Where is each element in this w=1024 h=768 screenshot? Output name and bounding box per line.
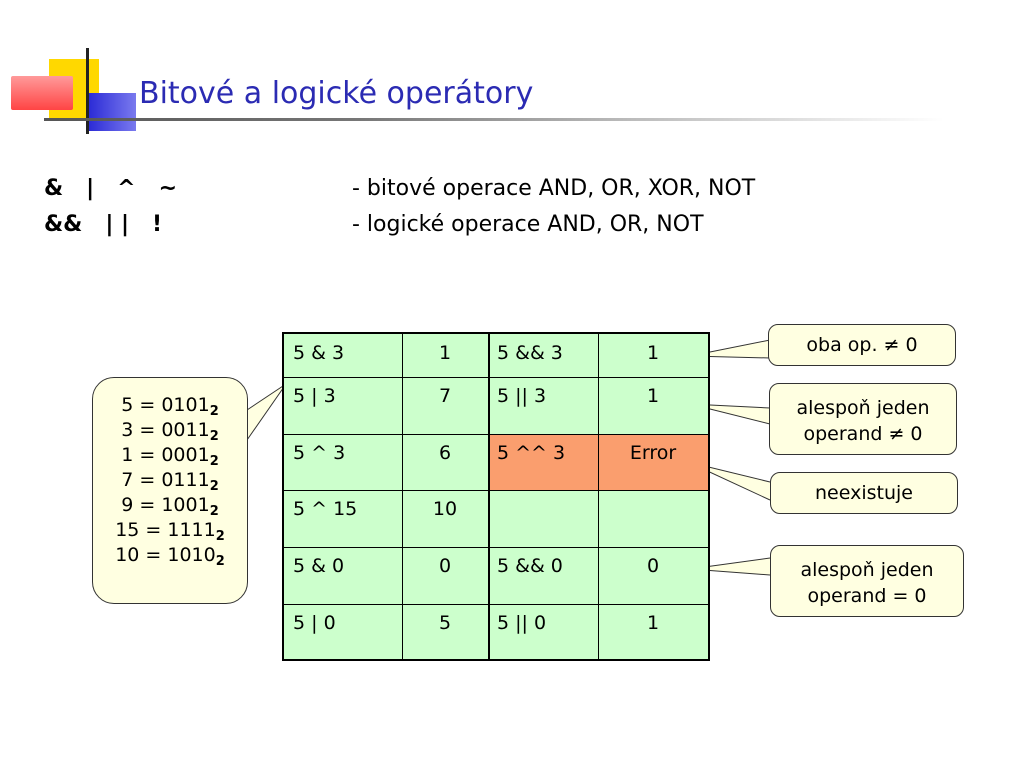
- table-row-divider: [284, 604, 708, 605]
- binary-note-pointer: [246, 383, 287, 441]
- result-cell: 0: [646, 555, 660, 577]
- result-cell: 0: [438, 555, 452, 577]
- expression-cell: 5 && 3: [497, 342, 563, 364]
- expression-cell: 5 ^ 15: [293, 498, 358, 520]
- table-row-divider: [284, 377, 708, 378]
- title-underline: [44, 118, 944, 121]
- operator-results-table: 5 & 3 1 5 && 3 1 5 | 3 7 5 || 3 1 5 ^ 3 6 5 ^^ 3 Er…: [282, 332, 710, 661]
- decor-blue-square: [88, 93, 136, 131]
- table-column-divider: [598, 334, 599, 659]
- binary-line: 9 = 10012: [121, 494, 219, 519]
- callout-one-zero: alespoň jeden operand = 0: [770, 545, 964, 617]
- expression-cell: 5 ^ 3: [293, 442, 346, 464]
- logical-operators: && | | !: [44, 212, 163, 237]
- expression-cell: [488, 490, 598, 547]
- result-cell: 1: [646, 342, 660, 364]
- decor-red-bar: [11, 76, 73, 110]
- result-cell: 7: [438, 385, 452, 407]
- table-row-divider: [284, 547, 708, 548]
- table-row-divider: [284, 434, 708, 435]
- callout-one-nonzero: alespoň jeden operand ≠ 0: [769, 383, 957, 455]
- binary-line: 5 = 01012: [121, 394, 219, 419]
- binary-line: 3 = 00112: [121, 419, 219, 444]
- binary-values-note: 5 = 01012 3 = 00112 1 = 00012 7 = 01112 …: [92, 377, 248, 604]
- expression-cell: 5 & 3: [293, 342, 345, 364]
- binary-line: 15 = 11112: [115, 519, 225, 544]
- logical-operators-desc: - logické operace AND, OR, NOT: [352, 212, 704, 237]
- expression-cell: 5 | 3: [293, 385, 336, 407]
- slide-title: Bitové a logické operátory: [139, 76, 534, 111]
- result-cell: 1: [646, 612, 660, 634]
- expression-cell: 5 || 0: [497, 612, 547, 634]
- binary-line: 1 = 00012: [121, 444, 219, 469]
- result-cell: [598, 490, 708, 547]
- bitwise-operators-desc: - bitové operace AND, OR, XOR, NOT: [352, 176, 756, 201]
- decor-vertical-line: [86, 48, 89, 134]
- result-cell: 5: [438, 612, 452, 634]
- table-column-divider: [402, 334, 403, 659]
- result-cell: 1: [646, 385, 660, 407]
- result-cell: 1: [438, 342, 452, 364]
- table-row-divider: [284, 490, 708, 491]
- binary-line: 7 = 01112: [121, 469, 219, 494]
- callout-both-nonzero: oba op. ≠ 0: [768, 324, 956, 366]
- expression-cell: 5 | 0: [293, 612, 336, 634]
- bitwise-operators: & | ^ ~: [44, 176, 178, 201]
- expression-cell: 5 ^^ 3: [497, 442, 566, 464]
- result-cell: Error: [629, 442, 677, 464]
- result-cell: 10: [432, 498, 458, 520]
- result-cell: 6: [438, 442, 452, 464]
- expression-cell: 5 & 0: [293, 555, 345, 577]
- binary-line: 10 = 10102: [115, 544, 225, 569]
- table-column-divider: [488, 334, 490, 659]
- callout-nonexistent: neexistuje: [770, 472, 958, 514]
- expression-cell: 5 && 0: [497, 555, 563, 577]
- expression-cell: 5 || 3: [497, 385, 547, 407]
